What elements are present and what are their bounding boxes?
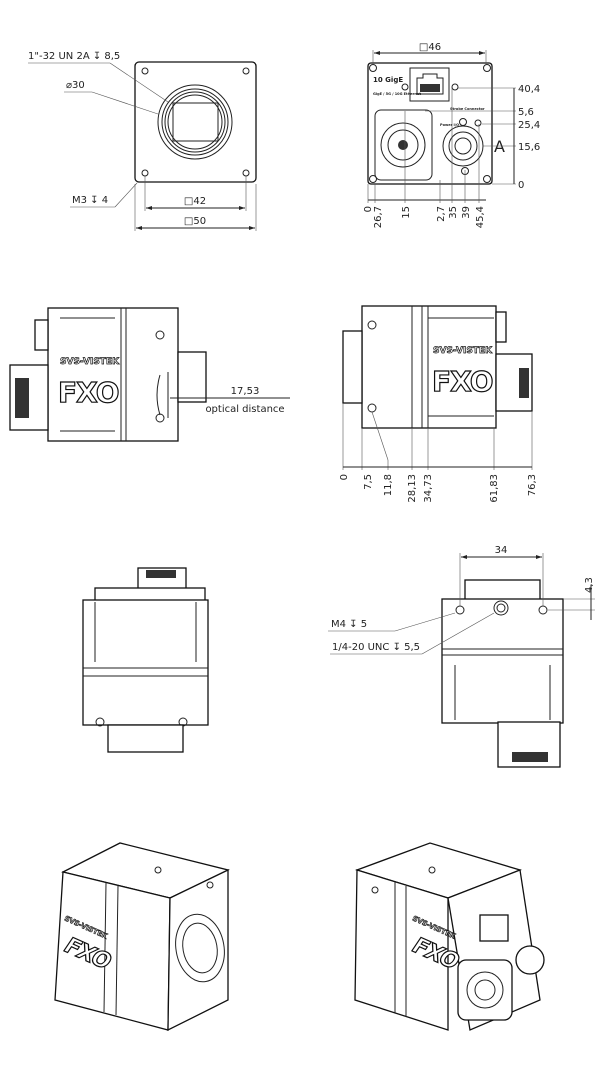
lens-mount [157, 84, 233, 160]
camera-front-body [134, 61, 257, 183]
screw-hole-icon [369, 64, 491, 183]
rear-dim-bottom: 15 [401, 206, 412, 219]
rear-view: □46 10 GigE GigE / 5G / 10G Ethernet Str… [363, 42, 540, 228]
diameter-label: ⌀30 [66, 80, 85, 91]
section-marker: A [494, 137, 505, 156]
dim-42: □42 [184, 196, 206, 207]
dim-34: 34 [495, 545, 508, 556]
side-dim: 61,83 [489, 474, 500, 503]
iso-view-rear: SVS-VISTEK FXO [354, 842, 545, 1031]
power-label: Power I/O [440, 123, 459, 127]
dim-4-3: 4,3 [584, 577, 595, 593]
ethernet-label: 10 GigE [373, 76, 403, 84]
brand-logo: SVS-VISTEK [60, 357, 120, 367]
rear-dim-right: 0 [518, 180, 524, 191]
dim-50: □50 [184, 216, 206, 227]
rear-dim-bottom: 2,7 [436, 206, 447, 222]
brand-logo: SVS-VISTEK [433, 346, 493, 356]
tripod-thread-label: 1/4-20 UNC ↧ 5,5 [332, 642, 420, 653]
lens-mount [464, 579, 541, 601]
mount-hole-label: M3 ↧ 4 [72, 195, 108, 206]
camera-body [441, 598, 564, 724]
side-dim: 28,13 [407, 474, 418, 503]
iso-view-front: SVS-VISTEK FXO [54, 842, 230, 1032]
rear-dim-right: 25,4 [518, 120, 540, 131]
fan-icon [457, 959, 513, 1021]
left-side-view: SVS-VISTEK FXO 17,53 optical distance [9, 307, 290, 442]
ethernet-port-icon [479, 914, 509, 942]
thread-label: 1"-32 UN 2A ↧ 8,5 [28, 51, 120, 62]
rear-dim-bottom: 0 [363, 206, 374, 212]
side-dim: 11,8 [383, 474, 394, 496]
fan-icon [374, 109, 433, 181]
side-dim: 7,5 [363, 474, 374, 490]
top-view-left [82, 567, 209, 753]
side-dim: 34,73 [423, 474, 434, 503]
m4-label: M4 ↧ 5 [331, 619, 367, 630]
camera-side-body [47, 307, 179, 442]
model-logo: FXO [58, 376, 119, 409]
rear-dim-bottom: 26,7 [373, 206, 384, 228]
ethernet-sub-label: GigE / 5G / 10G Ethernet [373, 92, 421, 96]
side-dim: 0 [339, 474, 350, 480]
side-dim: 76,3 [527, 474, 538, 496]
rear-dim-right: 15,6 [518, 142, 540, 153]
top-view-right: 34 4,3 M4 ↧ 5 1/4-20 UNC ↧ 5,5 [328, 545, 595, 768]
rear-dim-bottom: 45,4 [475, 206, 486, 228]
front-view: 1"-32 UN 2A ↧ 8,5 ⌀30 M3 ↧ 4 □42 □50 [28, 51, 257, 231]
power-connector-icon [515, 945, 545, 975]
lens-mount [342, 330, 363, 404]
lens-mount [177, 351, 207, 403]
right-side-view: SVS-VISTEK FXO 0 7,5 11,8 28,13 34,73 61… [339, 305, 538, 503]
rear-dim-right: 5,6 [518, 107, 534, 118]
tripod-hole-icon [493, 600, 509, 616]
optical-distance-value: 17,53 [231, 386, 260, 397]
rear-dim-bottom: 39 [461, 206, 472, 219]
strobe-connector-label: Strobe Connector [450, 107, 485, 111]
rear-dim-bottom: 35 [448, 206, 459, 219]
model-logo: FXO [432, 365, 493, 398]
rear-dim-right: 40,4 [518, 84, 540, 95]
camera-side-body [361, 305, 497, 429]
camera-body [82, 599, 209, 726]
dim-46: □46 [419, 42, 441, 53]
ethernet-port-icon [409, 67, 450, 102]
optical-distance-label: optical distance [205, 404, 284, 415]
lens-mount [107, 724, 184, 753]
